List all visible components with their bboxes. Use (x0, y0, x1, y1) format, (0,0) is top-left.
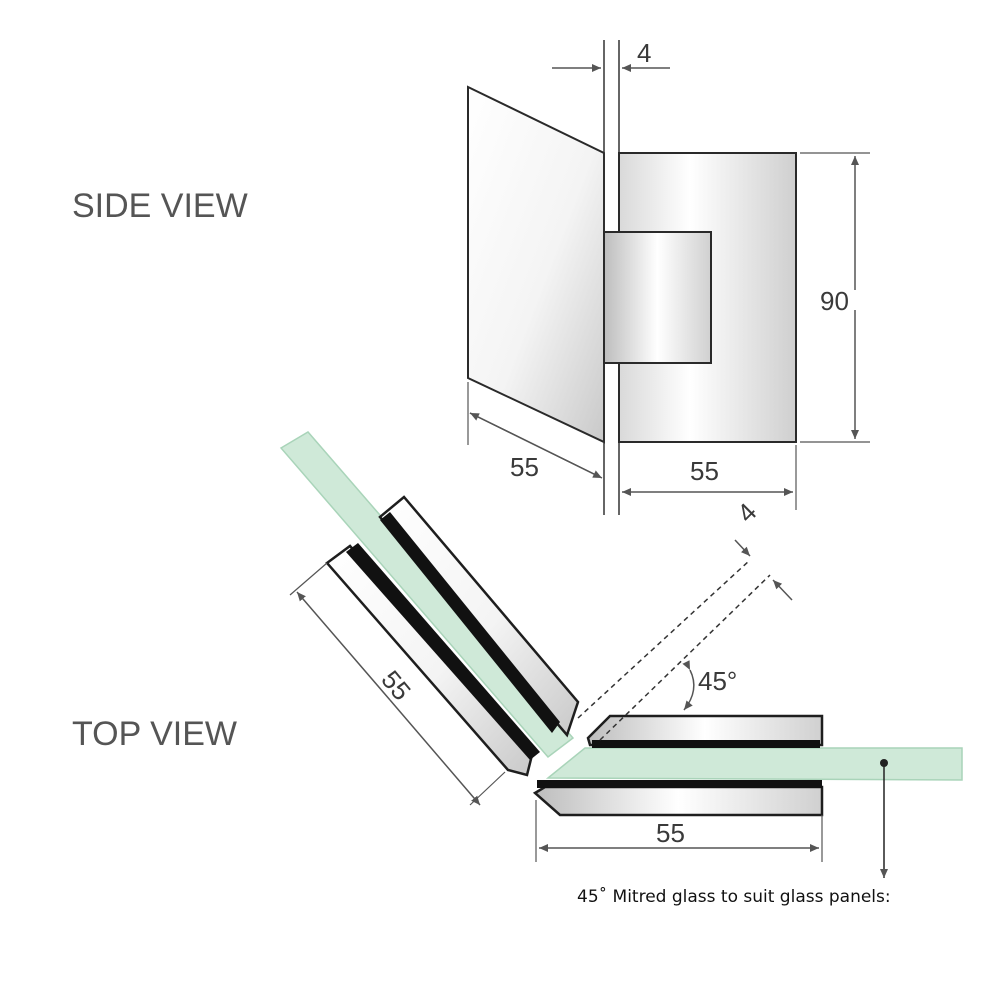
angle-dashed-line-a (577, 559, 751, 719)
angled-clamp-dim-line-b (389, 699, 481, 806)
straight-clamp-upper (586, 714, 824, 747)
straight-gasket-lower (537, 780, 822, 788)
angled-gasket-inner (346, 543, 540, 760)
side-right-depth-dim-label: 55 (690, 456, 719, 486)
side-gap-dim-label: 4 (637, 38, 651, 68)
top-view-title: TOP VIEW (72, 715, 237, 753)
angled-clamp-inner (325, 544, 534, 777)
angle-dashed-line-b (599, 574, 771, 741)
side-left-depth-dim-line-back (469, 412, 601, 478)
angled-glass-panel (279, 431, 575, 759)
top-gap-dim-label: 4 (731, 497, 762, 528)
top-left-clamp-dim-label: 55 (375, 665, 417, 706)
straight-gasket-upper (592, 740, 820, 748)
side-view-title: SIDE VIEW (72, 187, 248, 225)
angle-arc (682, 660, 695, 711)
top-gap-arrow-b (772, 579, 793, 601)
straight-clamp-lower (532, 785, 824, 817)
top-angle-dim-label: 45° (698, 666, 737, 696)
side-left-plate (467, 85, 605, 444)
side-left-depth-dim-label: 55 (510, 452, 539, 482)
angled-gasket-outer (380, 512, 560, 733)
side-height-dim-label: 90 (820, 286, 849, 316)
mitred-glass-note: 45˚ Mitred glass to suit glass panels: (577, 886, 891, 907)
side-hinge-knuckle (603, 231, 712, 364)
top-gap-arrow-a (734, 539, 751, 557)
straight-glass-panel (545, 747, 963, 781)
angled-clamp-dim-line-a (296, 591, 391, 701)
top-right-clamp-dim-label: 55 (656, 818, 685, 848)
angled-clamp-ext-a (289, 562, 328, 596)
